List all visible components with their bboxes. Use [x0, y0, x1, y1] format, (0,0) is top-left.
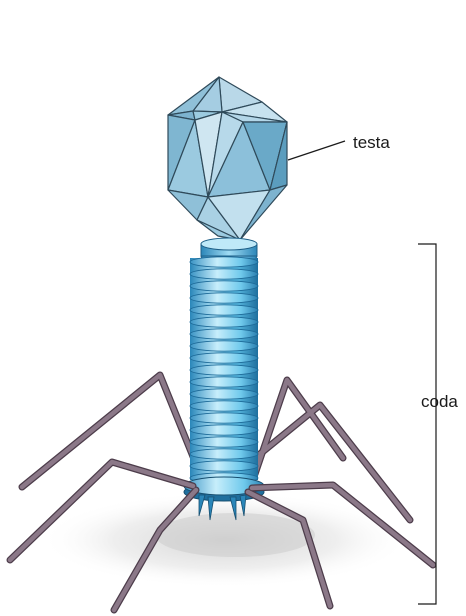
- tail-ring: [190, 377, 258, 387]
- tail-label: coda: [421, 392, 458, 411]
- tail-ring: [190, 293, 258, 303]
- tail-sheath: [190, 257, 258, 483]
- tail-ring: [190, 305, 258, 315]
- tail-ring: [190, 425, 258, 435]
- tail-ring: [190, 281, 258, 291]
- tail-ring: [190, 269, 258, 279]
- tail-ring: [190, 401, 258, 411]
- tail-ring: [190, 365, 258, 375]
- tail-ring: [190, 389, 258, 399]
- tail-ring: [190, 461, 258, 471]
- tail-ring: [190, 329, 258, 339]
- head-leader-line: [288, 141, 345, 160]
- capsid-head: [168, 77, 287, 240]
- tail-ring: [190, 437, 258, 447]
- tail-ring: [190, 317, 258, 327]
- head-label: testa: [353, 133, 390, 152]
- tail-ring: [190, 353, 258, 363]
- ground-shadow-core: [155, 513, 315, 557]
- tail-ring: [190, 413, 258, 423]
- tail-ring: [190, 257, 258, 267]
- tail-bracket: [418, 244, 436, 604]
- tail-ring: [190, 449, 258, 459]
- tail-ring: [190, 341, 258, 351]
